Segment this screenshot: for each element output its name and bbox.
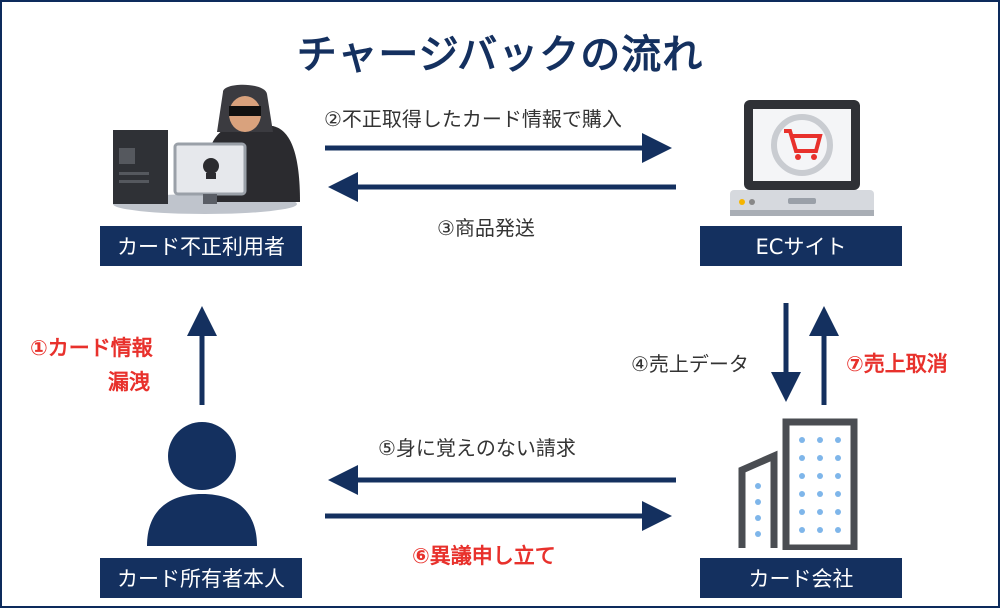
step-purchase: ②不正取得したカード情報で購入 (324, 107, 622, 131)
person-icon (147, 422, 257, 546)
node-ec-site: ECサイト (700, 226, 902, 266)
step-sales-data: ④売上データ (631, 352, 749, 376)
step-dispute: ⑥異議申し立て (412, 544, 556, 568)
step-leak-line1: ①カード情報 (30, 336, 153, 360)
page-title: チャージバックの流れ (296, 32, 704, 78)
node-card-owner: カード所有者本人 (100, 558, 302, 598)
step-leak-line2: 漏洩 (108, 370, 150, 394)
step-sales-cancel: ⑦売上取消 (846, 352, 948, 376)
step-shipping: ③商品発送 (437, 216, 535, 240)
office-building-icon (738, 418, 858, 550)
hacker-computer-icon (113, 84, 300, 214)
step-billing: ⑤身に覚えのない請求 (378, 436, 576, 460)
node-fraudster: カード不正利用者 (100, 226, 302, 266)
laptop-cart-icon (730, 100, 874, 216)
node-card-company: カード会社 (700, 558, 902, 598)
